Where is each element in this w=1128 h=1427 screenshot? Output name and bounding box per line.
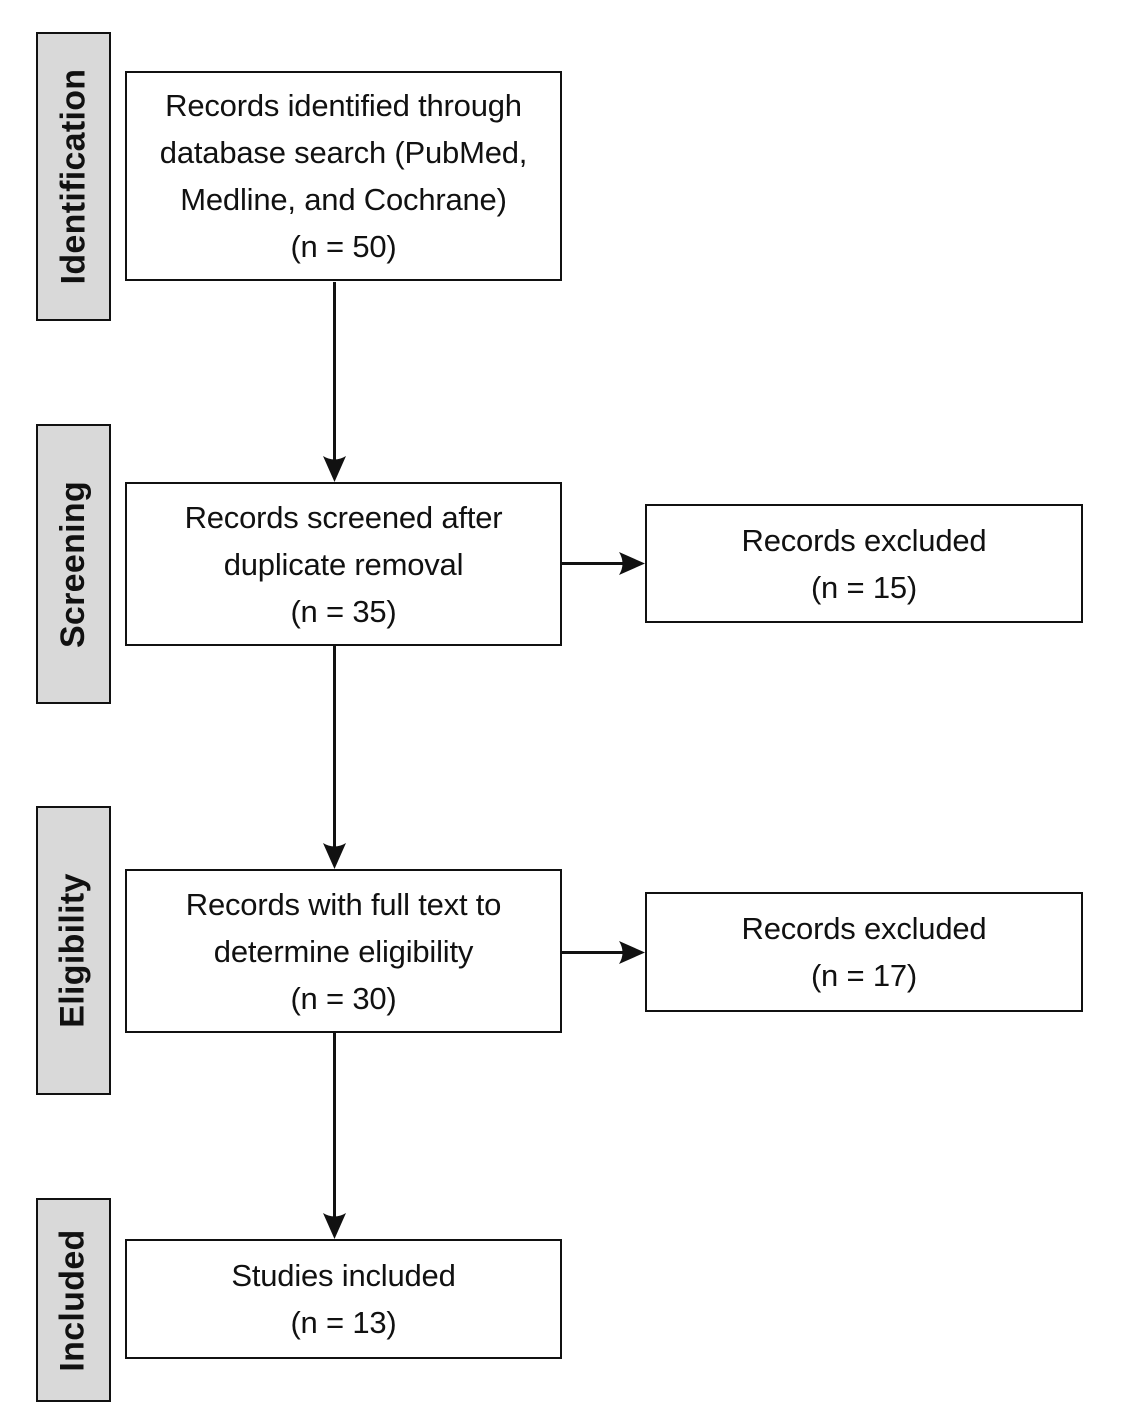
arrow-down-identification-to-screening-icon	[323, 282, 346, 482]
box-text-line: Records with full text to	[185, 886, 502, 922]
arrow-right-eligibility-to-excluded-icon	[562, 941, 645, 964]
box-records-excluded-eligibility: Records excluded (n = 17)	[645, 892, 1083, 1012]
stage-box-eligibility: Eligibility	[36, 806, 111, 1095]
arrow-right-screening-to-excluded-icon	[562, 552, 645, 575]
arrow-down-eligibility-to-included-icon	[323, 1033, 346, 1239]
box-count-line: (n = 35)	[290, 593, 397, 629]
stage-label-eligibility: Eligibility	[54, 873, 92, 1028]
stage-label-identification: Identification	[54, 68, 93, 285]
box-text-line: Records excluded	[741, 911, 987, 946]
box-count-line: (n = 15)	[810, 569, 918, 605]
box-text-line: Records screened after	[184, 499, 503, 535]
box-count-line: (n = 17)	[810, 958, 918, 993]
box-text-line: database search (PubMed,	[159, 135, 528, 170]
box-count-line: (n = 50)	[290, 229, 397, 264]
stage-box-included: Included	[36, 1198, 111, 1402]
box-text-line: duplicate removal	[223, 546, 464, 582]
box-text-line: Records identified through	[165, 88, 522, 123]
box-records-full-text: Records with full text to determine elig…	[125, 869, 562, 1033]
box-count-line: (n = 30)	[290, 980, 397, 1016]
box-records-excluded-screening: Records excluded (n = 15)	[645, 504, 1083, 623]
stage-box-screening: Screening	[36, 424, 111, 704]
box-text-line: determine eligibility	[213, 933, 474, 969]
arrow-down-screening-to-eligibility-icon	[323, 646, 346, 869]
stage-box-identification: Identification	[36, 32, 111, 321]
box-records-identified: Records identified through database sear…	[125, 71, 562, 281]
box-text-line: Studies included	[231, 1258, 456, 1293]
box-records-screened: Records screened after duplicate removal…	[125, 482, 562, 646]
stage-label-included: Included	[54, 1228, 92, 1372]
box-text-line: Records excluded	[741, 522, 987, 558]
box-count-line: (n = 13)	[290, 1305, 397, 1340]
stage-label-screening: Screening	[54, 480, 92, 648]
box-studies-included: Studies included (n = 13)	[125, 1239, 562, 1359]
box-text-line: Medline, and Cochrane)	[180, 182, 507, 217]
